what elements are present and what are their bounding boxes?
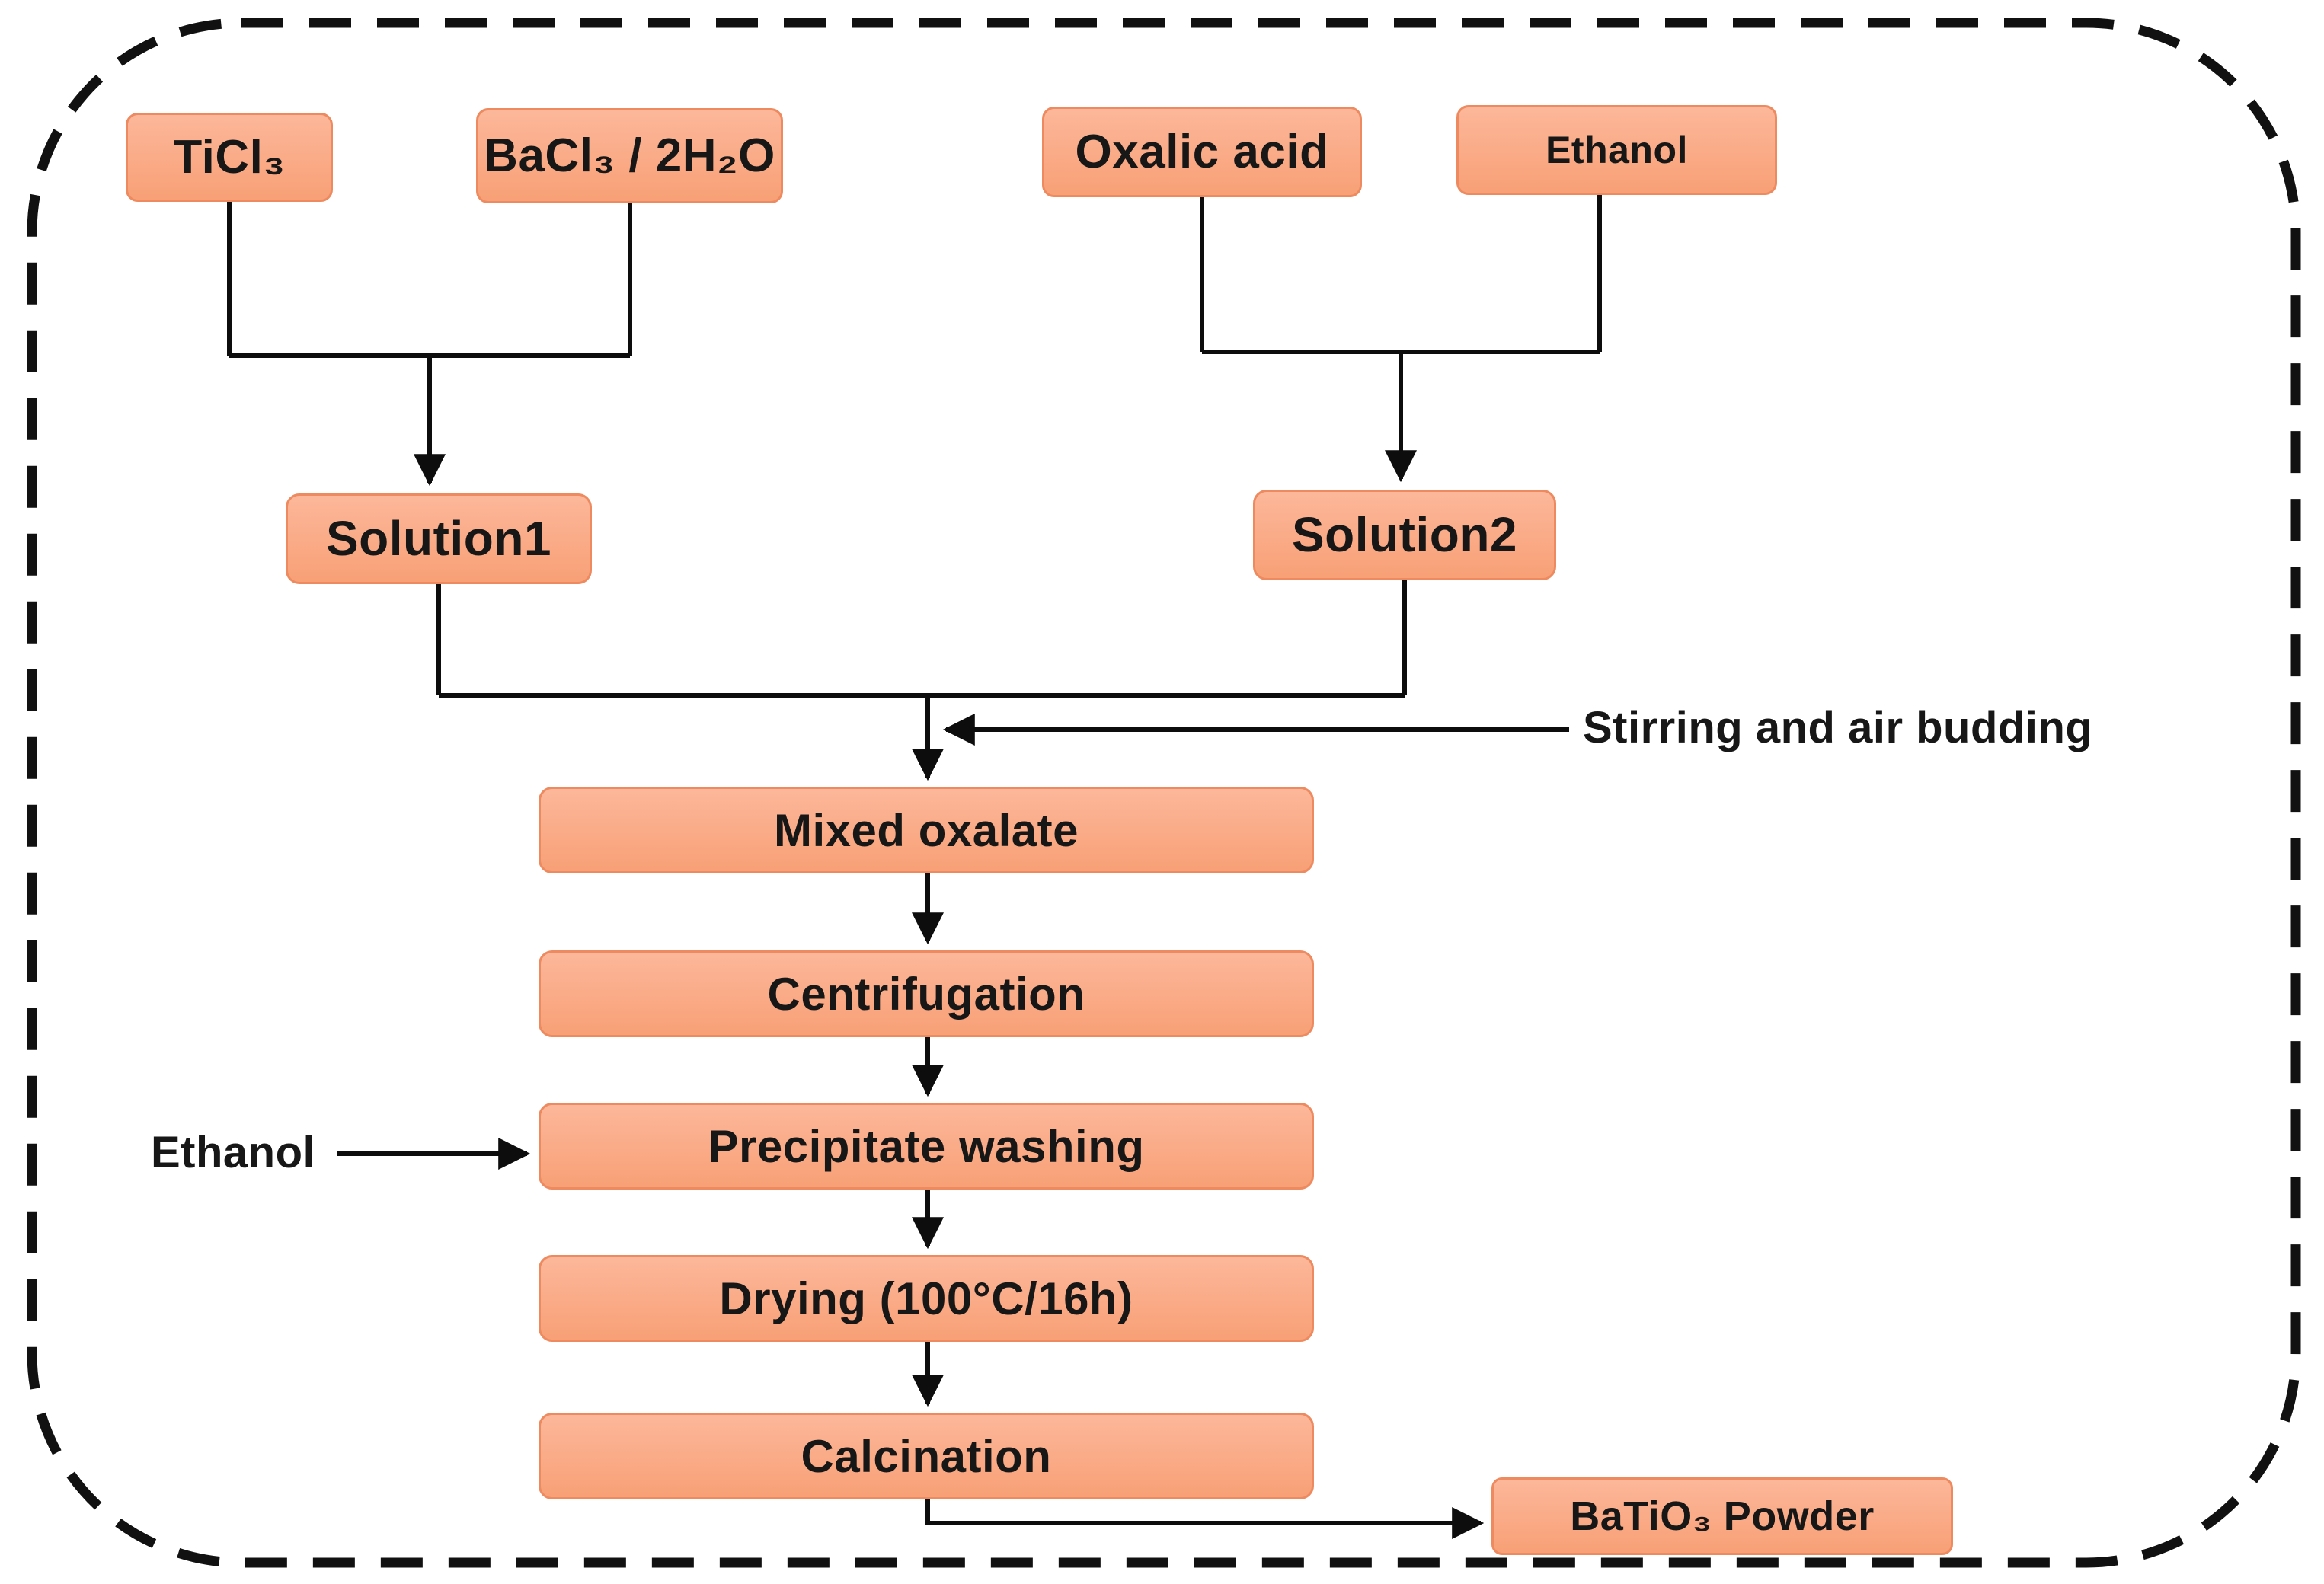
node-solution1: Solution1 (286, 493, 592, 584)
node-bacl3-2h2o: BaCl₃ / 2H₂O (476, 108, 783, 203)
node-ethanol-top: Ethanol (1456, 105, 1777, 195)
node-centrifugation: Centrifugation (539, 950, 1314, 1037)
node-precipitate-washing: Precipitate washing (539, 1103, 1314, 1190)
dashed-border-frame (27, 18, 2301, 1568)
node-ticl3: TiCl₃ (126, 113, 333, 202)
label-stirring: Stirring and air budding (1583, 703, 2093, 752)
node-drying: Drying (100°C/16h) (539, 1255, 1314, 1342)
node-batio3-powder: BaTiO₃ Powder (1491, 1477, 1953, 1555)
node-oxalic-acid: Oxalic acid (1042, 107, 1362, 197)
node-solution2: Solution2 (1253, 490, 1556, 580)
arrow-calcination-to-batio3 (925, 1499, 1485, 1539)
node-mixed-oxalate: Mixed oxalate (539, 787, 1314, 873)
label-ethanol-side: Ethanol (151, 1128, 316, 1177)
node-calcination: Calcination (539, 1413, 1314, 1499)
